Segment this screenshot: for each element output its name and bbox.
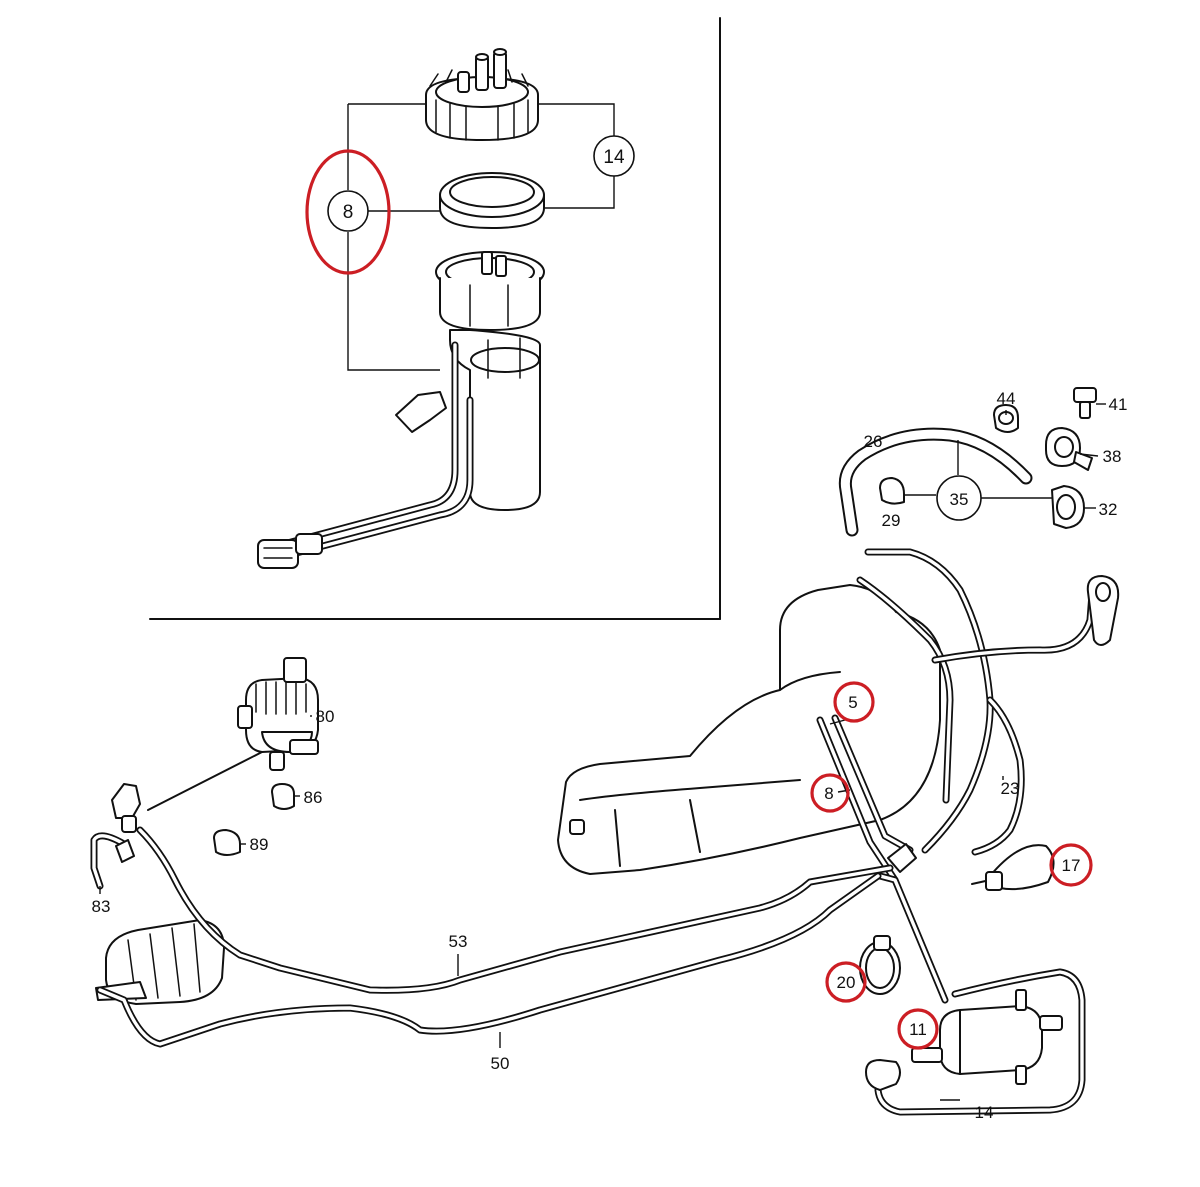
breather-hose-group [838,427,1055,537]
seal-ring [439,172,545,229]
valve-32 [1051,485,1085,529]
valve-bracket [111,751,263,833]
clip-17 [971,844,1055,891]
label-41: 41 [1109,395,1128,414]
label-20: 20 [837,973,856,992]
label-14-inset: 14 [603,147,625,168]
label-8: 8 [824,784,833,803]
tank-to-filter-line [876,872,949,1004]
purge-valve-80 [237,657,319,771]
bolt-41 [1073,387,1097,419]
intake-manifold [95,919,225,1005]
callout-bubble-35 [936,475,982,521]
tank-lock-ring [425,48,539,141]
tank-vent-lines [856,548,1120,856]
callout-bubble-14-inset [593,135,635,177]
label-17: 17 [1062,856,1081,875]
highlight-circle-20 [825,961,867,1003]
plug-86 [271,783,295,810]
label-26: 26 [864,432,883,451]
callout-brackets [347,103,615,371]
fuel-filter [911,989,1063,1085]
clip-89 [213,829,241,856]
highlight-circle-17 [1049,843,1093,887]
highlight-circle-8 [810,773,850,813]
clip-29 [879,477,905,505]
label-11: 11 [909,1020,927,1039]
label-23: 23 [1001,779,1020,798]
fuel-line-50 [96,872,882,1048]
label-83: 83 [92,897,111,916]
label-53: 53 [449,932,468,951]
inset-frame [149,17,721,620]
highlight-circle-5 [833,681,875,723]
pipe-83 [90,832,135,890]
callout-bubble-8-inset [327,190,369,232]
label-29: 29 [882,511,901,530]
label-50: 50 [491,1054,510,1073]
label-38: 38 [1103,447,1122,466]
inset-fuel-pump-assembly: 8 14 [257,48,635,569]
label-80: 80 [316,707,335,726]
highlight-circle-11 [897,1008,939,1050]
label-86: 86 [304,788,323,807]
label-35: 35 [950,490,969,509]
highlight-marks [305,149,1093,1050]
hose-clamp-20 [859,935,901,995]
highlight-circle-8-inset [305,149,391,275]
leader-lines [99,403,1106,1101]
label-44: 44 [997,389,1016,408]
label-32: 32 [1099,500,1118,519]
fuel-line-53 [136,826,894,994]
pump-module [257,251,545,569]
grommet-38 [1045,427,1093,471]
label-14: 14 [975,1103,994,1122]
part-labels: 44 41 26 38 35 29 32 80 86 89 83 53 50 2… [92,389,1128,1122]
label-89: 89 [250,835,269,854]
clamp-44 [993,404,1019,433]
label-8-inset: 8 [343,202,354,223]
label-5: 5 [848,693,857,712]
fuel-line-14 [865,968,1086,1116]
